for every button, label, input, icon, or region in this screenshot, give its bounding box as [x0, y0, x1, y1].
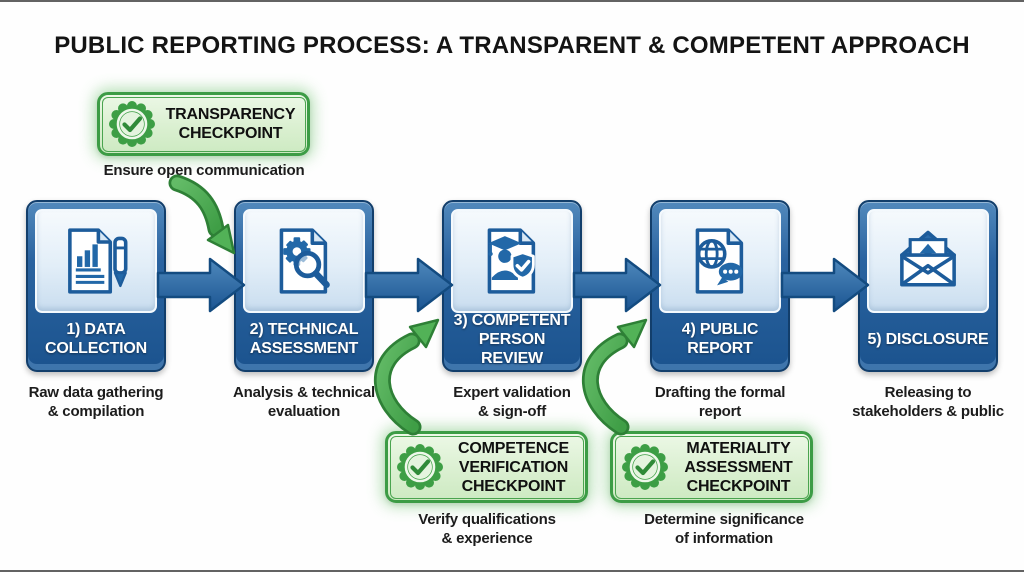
document-gear-magnifier-icon: [279, 228, 330, 294]
step-box-public-report: 4) PUBLIC REPORT: [650, 200, 790, 372]
step-label: 2) TECHNICAL ASSESSMENT: [249, 321, 359, 357]
checkpoint-title: COMPETENCE VERIFICATION CHECKPOINT: [458, 439, 569, 495]
step-label: 4) PUBLIC REPORT: [681, 321, 759, 357]
transparency-checkpoint-caption: Ensure open communication: [103, 162, 305, 179]
document-graduate-shield-icon: [487, 228, 536, 294]
seal-check-icon: [396, 443, 444, 491]
checkpoint-title: MATERIALITY ASSESSMENT CHECKPOINT: [684, 439, 793, 495]
step-box-technical-assessment: 2) TECHNICAL ASSESSMENT: [234, 200, 374, 372]
document-globe-chat-icon: [695, 228, 744, 294]
step-icon-tile: [867, 209, 989, 313]
top-edge-line: [0, 0, 1024, 2]
step-box-data-collection: 1) DATA COLLECTION: [26, 200, 166, 372]
step-caption-disclosure: Releasing to stakeholders & public: [852, 384, 1004, 420]
step-caption-technical-assessment: Analysis & technical evaluation: [233, 384, 375, 420]
materiality-assessment-checkpoint-badge: MATERIALITY ASSESSMENT CHECKPOINT: [610, 431, 813, 503]
seal-check-icon: [621, 443, 669, 491]
step-box-competent-person-review: 3) COMPETENT PERSON REVIEW: [442, 200, 582, 372]
transparency-checkpoint-badge: TRANSPARENCY CHECKPOINT: [97, 92, 310, 156]
bottom-edge-line: [0, 570, 1024, 572]
step-caption-public-report: Drafting the formal report: [654, 384, 786, 420]
step-label: 1) DATA COLLECTION: [45, 321, 147, 357]
document-bar-chart-pen-icon: [68, 228, 128, 294]
flow-arrow-4: [780, 257, 870, 313]
step-box-disclosure: 5) DISCLOSURE: [858, 200, 998, 372]
step-icon-tile: [243, 209, 365, 313]
flow-arrow-2: [364, 257, 454, 313]
step-icon-tile: [35, 209, 157, 313]
transparency-feedback-arrow: [168, 174, 236, 255]
step-label: 3) COMPETENT PERSON REVIEW: [453, 311, 571, 367]
checkpoint-title: TRANSPARENCY CHECKPOINT: [165, 106, 296, 142]
step-icon-tile: [659, 209, 781, 313]
step-label: 5) DISCLOSURE: [867, 330, 989, 348]
flow-arrow-3: [572, 257, 662, 313]
step-caption-data-collection: Raw data gathering & compilation: [28, 384, 164, 420]
open-envelope-upload-icon: [900, 230, 956, 287]
competence-verification-checkpoint-caption: Verify qualifications & experience: [418, 511, 556, 547]
page-title: PUBLIC REPORTING PROCESS: A TRANSPARENT …: [54, 32, 970, 59]
step-icon-tile: [451, 209, 573, 313]
competence-verification-checkpoint-badge: COMPETENCE VERIFICATION CHECKPOINT: [385, 431, 588, 503]
materiality-assessment-checkpoint-caption: Determine significance of information: [644, 511, 804, 547]
step-caption-competent-person-review: Expert validation & sign-off: [453, 384, 571, 420]
flow-arrow-1: [156, 257, 246, 313]
seal-check-icon: [108, 100, 156, 148]
